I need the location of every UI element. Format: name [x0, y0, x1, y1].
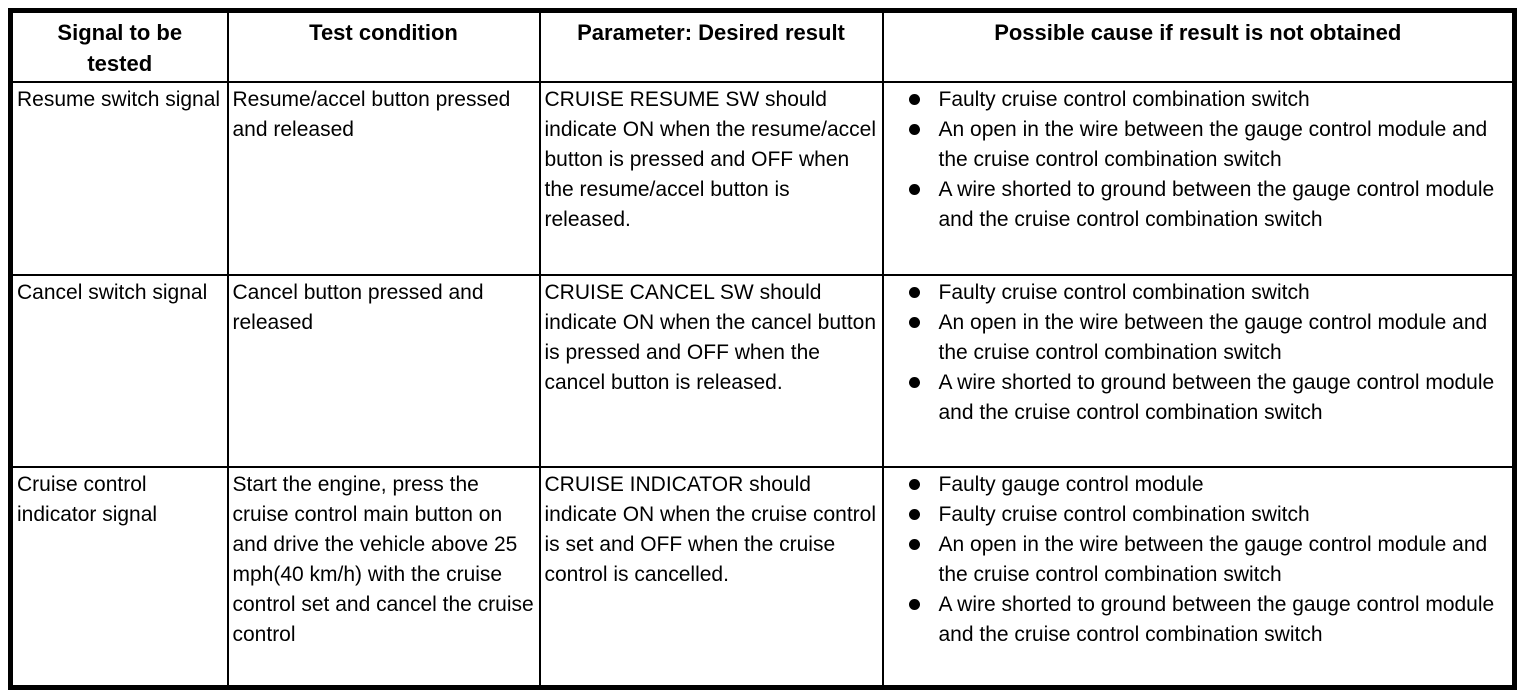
- cause-text: Faulty gauge control module: [938, 473, 1204, 496]
- cause-text: An open in the wire between the gauge co…: [938, 311, 1488, 364]
- cause-text: An open in the wire between the gauge co…: [938, 533, 1488, 586]
- bullet-icon: [908, 599, 920, 610]
- parameter-cell: CRUISE CANCEL SW should indicate ON when…: [538, 274, 884, 468]
- header-signal: Signal to be tested: [9, 9, 229, 83]
- bullet-icon: [908, 317, 920, 328]
- signal-cell: Cruise control indicator signal: [9, 466, 229, 688]
- bullet-icon: [908, 509, 920, 520]
- cause-item: An open in the wire between the gauge co…: [887, 530, 1510, 590]
- causes-cell: Faulty cruise control combination switch…: [881, 81, 1516, 276]
- parameter-cell: CRUISE RESUME SW should indicate ON when…: [538, 81, 884, 276]
- cause-item: An open in the wire between the gauge co…: [887, 308, 1510, 368]
- cause-text: A wire shorted to ground between the gau…: [938, 593, 1495, 646]
- causes-cell: Faulty gauge control module Faulty cruis…: [881, 466, 1516, 688]
- causes-list: Faulty cruise control combination switch…: [887, 278, 1510, 428]
- cause-item: A wire shorted to ground between the gau…: [887, 368, 1510, 428]
- signal-cell: Resume switch signal: [9, 81, 229, 276]
- condition-cell: Start the engine, press the cruise contr…: [226, 466, 541, 688]
- cause-item: A wire shorted to ground between the gau…: [887, 175, 1510, 235]
- cause-item: A wire shorted to ground between the gau…: [887, 590, 1510, 650]
- header-test-condition-label: Test condition: [309, 20, 458, 45]
- causes-list: Faulty cruise control combination switch…: [887, 85, 1510, 235]
- bullet-icon: [908, 184, 920, 195]
- cause-item: Faulty gauge control module: [887, 470, 1510, 500]
- table-row: Cruise control indicator signal Start th…: [9, 466, 1516, 688]
- cause-item: An open in the wire between the gauge co…: [887, 115, 1510, 175]
- parameter-cell: CRUISE INDICATOR should indicate ON when…: [538, 466, 884, 688]
- bullet-icon: [908, 287, 920, 298]
- cause-text: A wire shorted to ground between the gau…: [938, 178, 1495, 231]
- diagnostic-table: Signal to be tested Test condition Param…: [8, 8, 1517, 690]
- causes-cell: Faulty cruise control combination switch…: [881, 274, 1516, 468]
- header-possible-cause: Possible cause if result is not obtained: [881, 9, 1516, 83]
- header-parameter: Parameter: Desired result: [538, 9, 884, 83]
- header-signal-label: Signal to be tested: [57, 20, 183, 76]
- header-possible-cause-label: Possible cause if result is not obtained: [994, 20, 1402, 45]
- condition-cell: Resume/accel button pressed and released: [226, 81, 541, 276]
- cause-item: Faulty cruise control combination switch: [887, 500, 1510, 530]
- cause-text: An open in the wire between the gauge co…: [938, 118, 1488, 171]
- bullet-icon: [908, 377, 920, 388]
- bullet-icon: [908, 479, 920, 490]
- cause-item: Faulty cruise control combination switch: [887, 85, 1510, 115]
- condition-cell: Cancel button pressed and released: [226, 274, 541, 468]
- bullet-icon: [908, 94, 920, 105]
- bullet-icon: [908, 539, 920, 550]
- cause-text: Faulty cruise control combination switch: [938, 281, 1310, 304]
- header-parameter-label: Parameter: Desired result: [577, 20, 845, 45]
- table-row: Cancel switch signal Cancel button press…: [9, 274, 1516, 468]
- table-header-row: Signal to be tested Test condition Param…: [9, 9, 1516, 83]
- signal-cell: Cancel switch signal: [9, 274, 229, 468]
- cause-text: Faulty cruise control combination switch: [938, 88, 1310, 111]
- table-row: Resume switch signal Resume/accel button…: [9, 81, 1516, 276]
- bullet-icon: [908, 124, 920, 135]
- cause-text: A wire shorted to ground between the gau…: [938, 371, 1495, 424]
- cause-item: Faulty cruise control combination switch: [887, 278, 1510, 308]
- header-test-condition: Test condition: [226, 9, 541, 83]
- cause-text: Faulty cruise control combination switch: [938, 503, 1310, 526]
- causes-list: Faulty gauge control module Faulty cruis…: [887, 470, 1510, 650]
